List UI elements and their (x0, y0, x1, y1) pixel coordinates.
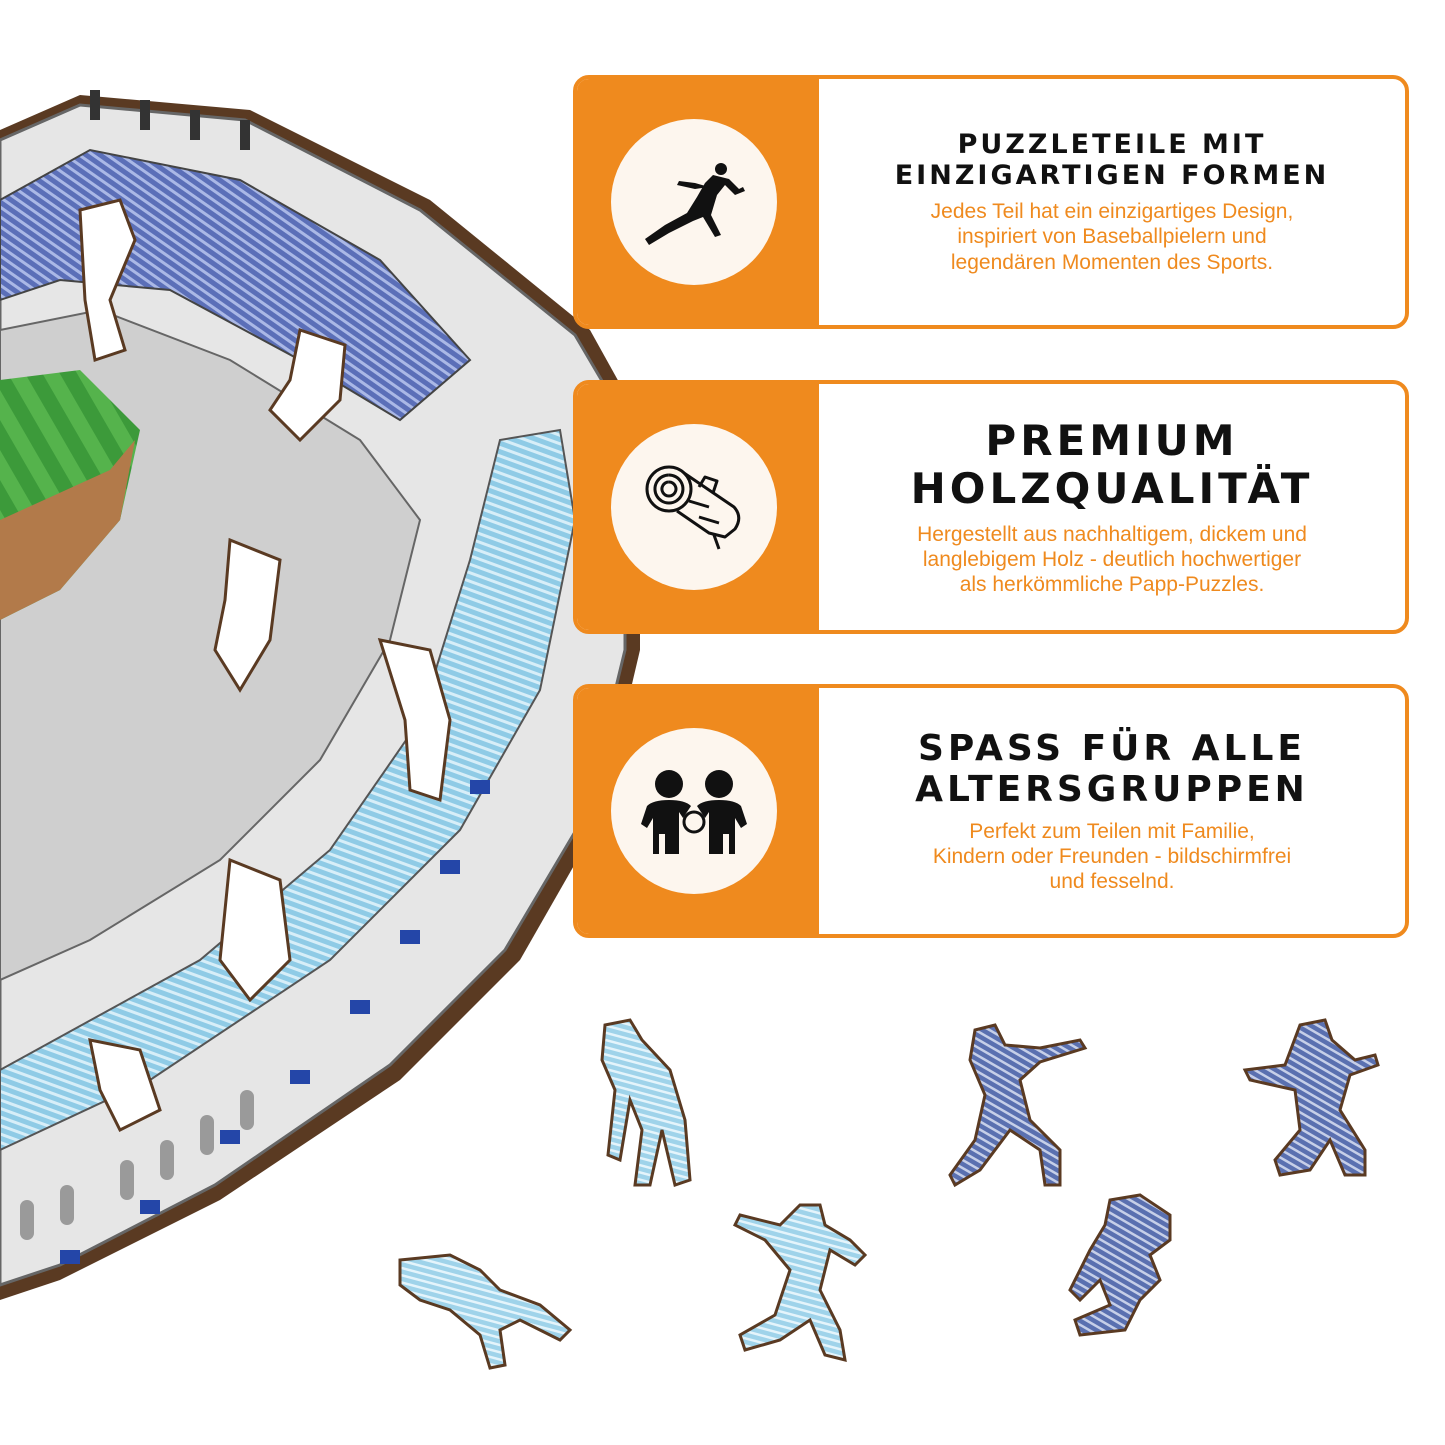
puzzle-piece-diving-player (398, 1253, 573, 1370)
card-accent-panel (577, 79, 819, 325)
card-desc-line: Jedes Teil hat ein einzigartiges Design, (930, 200, 1294, 224)
feature-card-unique-shapes: PUZZLETEILE MIT EINZIGARTIGEN FORMEN Jed… (573, 75, 1409, 329)
card-description: Perfekt zum Teilen mit Familie, Kindern … (933, 819, 1291, 895)
card-desc-line: legendären Momenten des Sports. (950, 250, 1274, 274)
icon-circle (611, 424, 777, 590)
card-text: PUZZLETEILE MIT EINZIGARTIGEN FORMEN Jed… (819, 79, 1405, 325)
feature-card-all-ages: SPASS FÜR ALLE ALTERSGRUPPEN Perfekt zum… (573, 684, 1409, 938)
icon-circle (611, 119, 777, 285)
feature-card-premium-wood: PREMIUM HOLZQUALITÄT Hergestellt aus nac… (573, 380, 1409, 634)
card-desc-line: langlebigem Holz - deutlich hochwertiger (922, 547, 1302, 571)
puzzle-piece-running-player (1068, 1193, 1172, 1337)
children-icon (641, 770, 747, 854)
card-title: PREMIUM HOLZQUALITÄT (910, 415, 1314, 514)
card-title: PUZZLETEILE MIT EINZIGARTIGEN FORMEN (895, 129, 1330, 191)
wood-log-icon (645, 465, 741, 550)
puzzle-piece-leaping-player (1242, 1018, 1380, 1177)
pitcher-icon (645, 163, 745, 245)
icon-circle (611, 728, 777, 894)
card-accent-panel (577, 384, 819, 630)
stadium-puzzle-illustration (0, 90, 640, 1300)
card-text: SPASS FÜR ALLE ALTERSGRUPPEN Perfekt zum… (819, 688, 1405, 934)
player-puzzle-pieces (398, 1018, 1380, 1370)
card-desc-line: inspiriert von Baseballpielern und (957, 225, 1267, 249)
card-desc-line: und fesselnd. (1049, 869, 1175, 893)
puzzle-piece-batter-stance (600, 1018, 692, 1187)
card-title-line: HOLZQUALITÄT (910, 464, 1314, 514)
card-title-line: SPASS FÜR ALLE (917, 727, 1307, 769)
card-title-line: PREMIUM (985, 415, 1239, 465)
puzzle-piece-pitcher (732, 1203, 868, 1363)
card-title-line: EINZIGARTIGEN FORMEN (894, 160, 1330, 192)
puzzle-piece-batter-swing (948, 1023, 1088, 1188)
card-text: PREMIUM HOLZQUALITÄT Hergestellt aus nac… (819, 384, 1405, 630)
card-desc-line: als herkömmliche Papp-Puzzles. (959, 572, 1265, 596)
card-desc-line: Hergestellt aus nachhaltigem, dickem und (917, 522, 1307, 546)
card-title: SPASS FÜR ALLE ALTERSGRUPPEN (915, 728, 1309, 811)
card-title-line: ALTERSGRUPPEN (915, 769, 1309, 811)
card-accent-panel (577, 688, 819, 934)
card-desc-line: Perfekt zum Teilen mit Familie, (969, 819, 1255, 843)
card-desc-line: Kindern oder Freunden - bildschirmfrei (932, 844, 1292, 868)
card-title-line: PUZZLETEILE MIT (957, 129, 1267, 161)
card-description: Hergestellt aus nachhaltigem, dickem und… (917, 522, 1307, 598)
card-description: Jedes Teil hat ein einzigartiges Design,… (931, 199, 1294, 275)
